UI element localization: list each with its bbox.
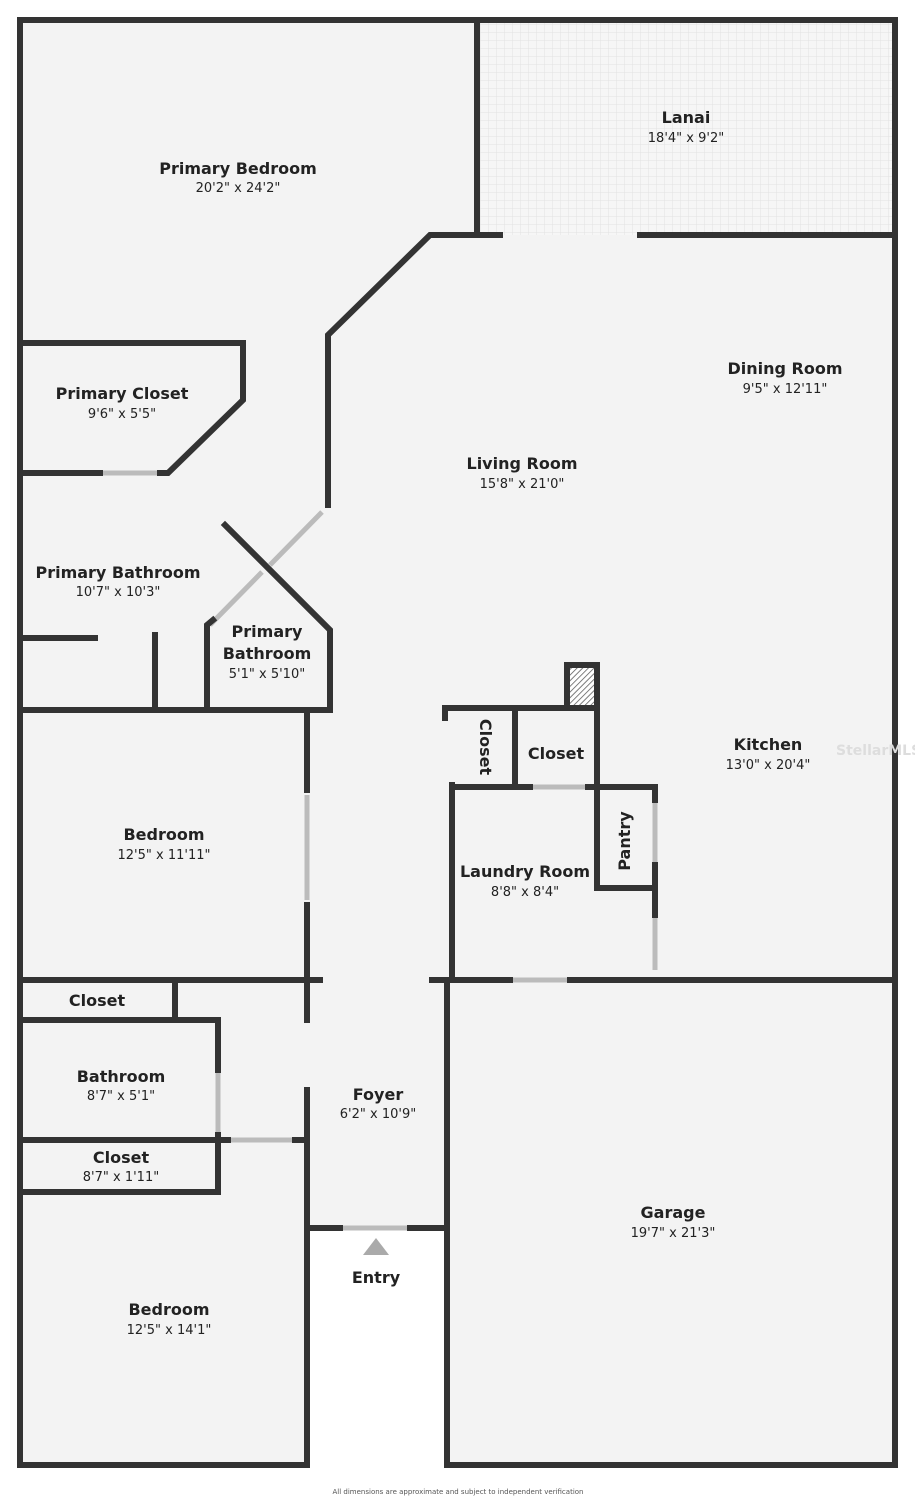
room-dims-bedroom-2: 12'5" x 14'1" — [127, 1323, 212, 1338]
room-label-dining-room: Dining Room — [727, 359, 842, 378]
room-label-foyer: Foyer — [353, 1085, 404, 1104]
room-label-entry: Entry — [352, 1268, 401, 1287]
room-dims-living-room: 15'8" x 21'0" — [480, 477, 565, 492]
room-label-primary-bedroom: Primary Bedroom — [159, 159, 317, 178]
room-dims-bedroom-1: 12'5" x 11'11" — [118, 848, 211, 863]
room-label-closet-kitchen: Closet — [528, 744, 585, 763]
room-label-primary-bathroom: Primary Bathroom — [35, 563, 200, 582]
room-label-closet-b: Closet — [93, 1148, 150, 1167]
floor-area — [20, 20, 895, 1468]
room-label-lanai: Lanai — [662, 108, 711, 127]
room-dims-primary-bathroom: 10'7" x 10'3" — [76, 585, 161, 600]
room-label-primary-bathroom-2-line2: Bathroom — [223, 644, 312, 663]
room-dims-bathroom: 8'7" x 5'1" — [87, 1089, 155, 1104]
room-label-bedroom-2: Bedroom — [128, 1300, 209, 1319]
room-label-kitchen: Kitchen — [734, 735, 803, 754]
room-label-laundry-room: Laundry Room — [460, 862, 590, 881]
room-dims-primary-bedroom: 20'2" x 24'2" — [196, 181, 281, 196]
room-dims-dining-room: 9'5" x 12'11" — [743, 382, 828, 397]
room-dims-garage: 19'7" x 21'3" — [631, 1226, 716, 1241]
lanai-tile — [477, 20, 895, 235]
room-label-primary-closet: Primary Closet — [56, 384, 189, 403]
room-dims-primary-closet: 9'6" x 5'5" — [88, 407, 156, 422]
room-dims-kitchen: 13'0" x 20'4" — [726, 758, 811, 773]
room-label-closet-a: Closet — [69, 991, 126, 1010]
disclaimer: All dimensions are approximate and subje… — [333, 1488, 584, 1496]
room-dims-laundry-room: 8'8" x 8'4" — [491, 885, 559, 900]
room-label-garage: Garage — [641, 1203, 706, 1222]
walls — [17, 17, 898, 1468]
chimney-hatch — [564, 662, 600, 711]
room-label-bathroom: Bathroom — [77, 1067, 166, 1086]
room-label-primary-bathroom-2-line1: Primary — [232, 622, 303, 641]
room-dims-lanai: 18'4" x 9'2" — [648, 131, 724, 146]
room-label-bedroom-1: Bedroom — [123, 825, 204, 844]
room-dims-primary-bathroom-2: 5'1" x 5'10" — [229, 667, 305, 682]
room-dims-closet-b: 8'7" x 1'11" — [83, 1170, 159, 1185]
watermark: StellarMLS — [836, 743, 915, 759]
room-label-pantry: Pantry — [615, 811, 634, 871]
room-dims-foyer: 6'2" x 10'9" — [340, 1107, 416, 1122]
room-label-closet-vertical: Closet — [476, 719, 495, 776]
entry-arrow-icon — [363, 1238, 389, 1255]
room-label-living-room: Living Room — [467, 454, 578, 473]
